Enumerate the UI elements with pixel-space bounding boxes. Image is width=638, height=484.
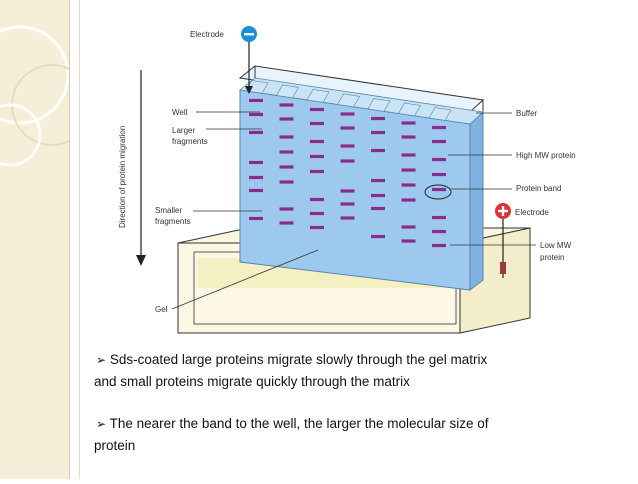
- protein-band: [401, 168, 416, 172]
- protein-band: [279, 135, 294, 139]
- protein-band: [432, 125, 446, 130]
- high-mw-label: High MW protein: [516, 151, 576, 160]
- electrode-top-label: Electrode: [190, 30, 224, 39]
- direction-label: Direction of protein migration: [118, 126, 127, 228]
- protein-band: [310, 197, 324, 202]
- protein-band: [279, 207, 294, 211]
- sidebar-divider: [69, 0, 70, 479]
- protein-band: [432, 243, 446, 248]
- larger-fragments-label-2: fragments: [172, 137, 208, 146]
- protein-band: [401, 121, 416, 125]
- plus-sign-v: [501, 206, 505, 216]
- protein-band: [340, 112, 355, 116]
- larger-fragments-label-1: Larger: [172, 126, 195, 135]
- bullet-2-line-2: protein: [94, 438, 136, 453]
- protein-bands: [249, 98, 446, 248]
- well-label: Well: [172, 108, 188, 117]
- well-tooth: [428, 107, 452, 121]
- protein-band: [401, 153, 416, 157]
- protein-band: [279, 221, 294, 225]
- buffer-label: Buffer: [516, 109, 538, 118]
- protein-band: [249, 130, 263, 135]
- protein-band: [249, 216, 263, 221]
- protein-band: [249, 98, 263, 103]
- bullet-2-line-1: The nearer the band to the well, the lar…: [109, 416, 489, 431]
- bullet-1-line-1: Sds-coated large proteins migrate slowly…: [109, 352, 488, 367]
- protein-band: [340, 189, 355, 193]
- protein-band: [432, 187, 446, 192]
- well-tooth: [245, 80, 269, 94]
- well-tooth: [306, 89, 330, 103]
- protein-band: [432, 229, 446, 234]
- protein-band: [401, 198, 416, 202]
- protein-band: [340, 126, 355, 130]
- gel-slab-side: [469, 110, 484, 292]
- protein-band: [279, 117, 294, 121]
- smaller-fragments-label-1: Smaller: [155, 206, 182, 215]
- protein-band: [340, 202, 355, 206]
- wells: [245, 80, 452, 121]
- protein-band: [310, 211, 324, 216]
- protein-band: [401, 183, 416, 187]
- protein-band: [310, 107, 324, 112]
- well-tooth: [367, 98, 391, 112]
- well-tooth: [398, 102, 421, 117]
- smaller-fragments-label-2: fragments: [155, 217, 191, 226]
- protein-band: [340, 159, 355, 163]
- low-mw-label-2: protein: [540, 253, 564, 262]
- bullet-arrow-icon: ➢: [96, 417, 107, 431]
- protein-band: [340, 144, 355, 148]
- minus-sign-icon: [244, 33, 254, 36]
- protein-band: [401, 225, 416, 229]
- protein-band: [432, 139, 446, 144]
- protein-band: [371, 116, 385, 121]
- gel-electrophoresis-diagram: Direction of protein migration Electrode: [118, 26, 576, 334]
- protein-band: [371, 178, 385, 183]
- protein-band: [340, 216, 355, 220]
- electrode-right-label: Electrode: [515, 208, 549, 217]
- bullet-arrow-icon: ➢: [96, 353, 107, 367]
- protein-band: [401, 135, 416, 139]
- bullet-1: ➢ Sds-coated large proteins migrate slow…: [94, 349, 616, 393]
- protein-band: [279, 103, 294, 107]
- electrode-right-plate: [500, 262, 506, 274]
- direction-arrowhead: [136, 255, 146, 266]
- protein-band-highlight: [424, 184, 452, 200]
- slide-divider: [79, 0, 80, 479]
- bullet-2: ➢ The nearer the band to the well, the l…: [94, 413, 616, 457]
- protein-band: [310, 139, 324, 144]
- protein-band: [371, 193, 385, 198]
- gel-pointer: [171, 249, 319, 310]
- protein-band: [310, 169, 324, 174]
- protein-band: [401, 239, 416, 243]
- protein-band: [249, 112, 263, 117]
- protein-band: [371, 234, 385, 239]
- gel-label: Gel: [155, 305, 168, 314]
- protein-band: [310, 225, 324, 230]
- electrode-top-arrowhead: [245, 86, 253, 94]
- protein-band: [279, 180, 294, 184]
- bullet-1-line-2: and small proteins migrate quickly throu…: [94, 374, 410, 389]
- low-mw-label-1: Low MW: [540, 241, 572, 250]
- protein-band: [432, 215, 446, 220]
- protein-band: [371, 206, 385, 211]
- protein-band: [432, 172, 446, 177]
- protein-band: [432, 157, 446, 162]
- protein-band: [310, 121, 324, 126]
- decorative-sidebar: [0, 0, 93, 479]
- protein-band: [310, 154, 324, 159]
- well-tooth: [337, 93, 360, 108]
- protein-band: [249, 175, 263, 180]
- protein-band: [279, 165, 294, 169]
- protein-band: [371, 130, 385, 135]
- protein-band: [279, 150, 294, 154]
- protein-band: [249, 160, 263, 165]
- protein-band: [249, 188, 263, 193]
- protein-band: [371, 148, 385, 153]
- gel-slab-top: [239, 77, 484, 125]
- well-tooth: [276, 84, 299, 99]
- protein-band-label: Protein band: [516, 184, 561, 193]
